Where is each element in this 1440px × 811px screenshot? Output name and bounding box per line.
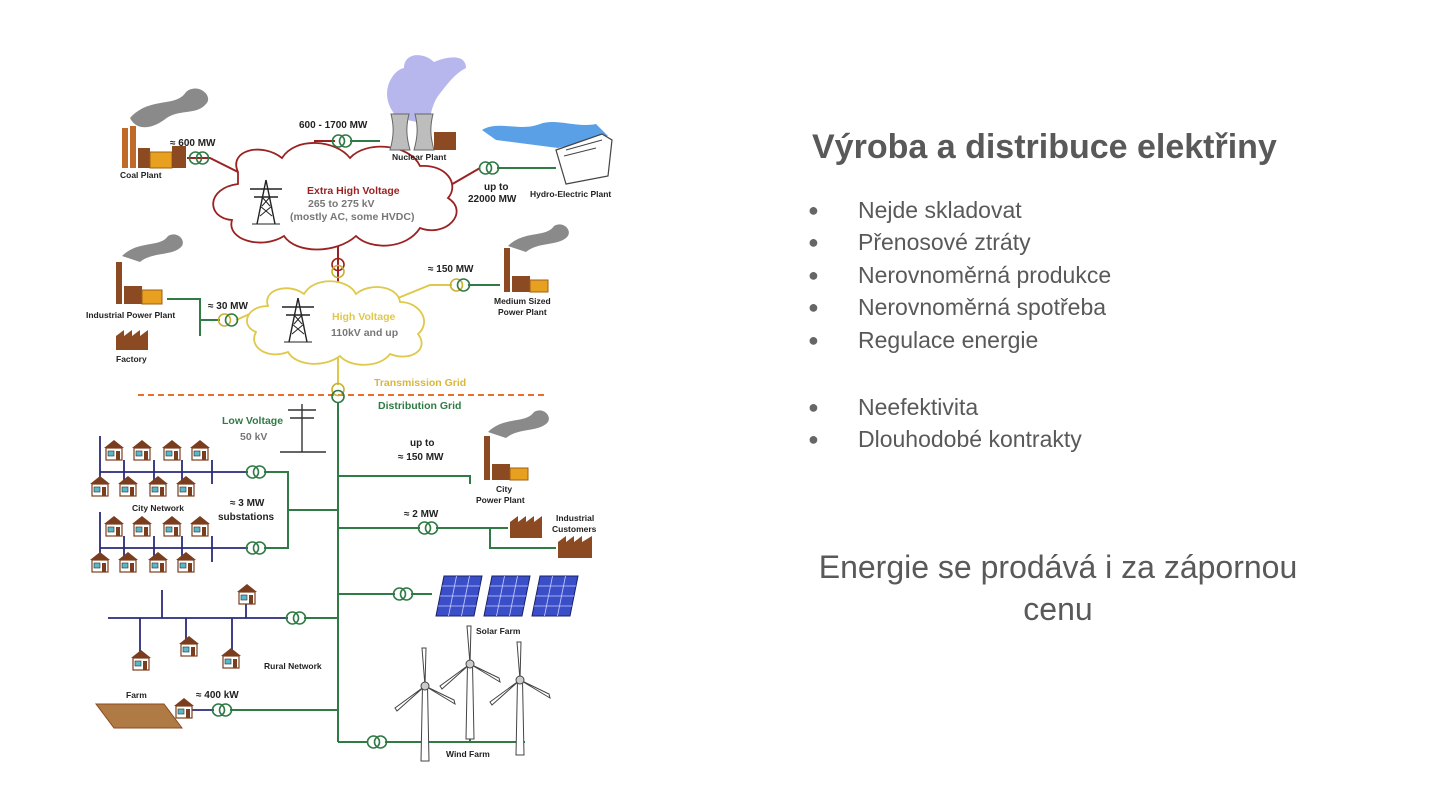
medium-plant-label-line1: Medium Sized — [494, 296, 551, 306]
high-voltage-cloud — [246, 280, 425, 366]
bullet-list-secondary: ● Neefektivita ● Dlouhodobé kontrakty — [808, 391, 1082, 456]
hv-title: High Voltage — [332, 311, 396, 323]
city-power-label-line2: ≈ 150 MW — [398, 452, 444, 463]
bullet-icon: ● — [808, 264, 819, 285]
bullet-icon: ● — [808, 397, 819, 417]
industrial-power-plant-icon — [116, 234, 183, 305]
city-network-label: City Network — [132, 503, 184, 513]
farm-transformer-icon — [211, 703, 233, 717]
rural-network-label: Rural Network — [264, 661, 322, 671]
low-voltage-title: Low Voltage — [222, 415, 283, 427]
substation-power-label: ≈ 3 MW — [230, 498, 265, 509]
industrial-customers-label-line2: Customers — [552, 524, 597, 534]
industrial-transformer-icon — [217, 313, 239, 327]
wind-transformer-icon — [366, 735, 388, 749]
bullet-text: Neefektivita — [858, 394, 979, 420]
distribution-grid-label: Distribution Grid — [378, 400, 461, 412]
factory-icon — [116, 330, 148, 350]
coal-power-label: ≈ 600 MW — [170, 138, 216, 149]
city-substation-1-icon — [245, 465, 267, 479]
medium-plant-transformer-icon — [449, 278, 471, 292]
bullet-item: ● Přenosové ztráty — [808, 226, 1111, 258]
industrial-customers-transformer-icon — [417, 521, 439, 535]
closing-note: Energie se prodává i za zápornou cenu — [818, 549, 1298, 627]
slide-title: Výroba a distribuce elektřiny — [812, 128, 1277, 166]
wind-farm-label: Wind Farm — [446, 749, 490, 759]
city-plant-label-line1: City — [496, 484, 512, 494]
bullet-icon: ● — [808, 297, 819, 318]
bullet-text: Dlouhodobé kontrakty — [858, 426, 1082, 453]
bullet-item: ● Regulace energie — [808, 324, 1111, 356]
bullet-item: ● Nerovnoměrná produkce — [808, 259, 1111, 291]
industrial-customers-power-label: ≈ 2 MW — [404, 509, 439, 520]
bullet-icon: ● — [808, 232, 819, 253]
farm-label: Farm — [126, 690, 147, 700]
ehv-note: (mostly AC, some HVDC) — [290, 211, 414, 223]
low-voltage-range: 50 kV — [240, 431, 267, 443]
bullet-text: Přenosové ztráty — [858, 229, 1031, 256]
bullet-text: Nerovnoměrná spotřeba — [858, 294, 1107, 321]
bullet-item: ● Nejde skladovat — [808, 194, 1111, 226]
factory-label: Factory — [116, 354, 147, 364]
city-plant-label-line2: Power Plant — [476, 495, 525, 505]
bullet-icon: ● — [808, 429, 819, 450]
coal-plant-label: Coal Plant — [120, 170, 162, 180]
hydro-plant-label: Hydro-Electric Plant — [530, 189, 611, 199]
nuclear-plant-label: Nuclear Plant — [392, 152, 446, 162]
ehv-range: 265 to 275 kV — [308, 198, 375, 210]
medium-plant-label-line2: Power Plant — [498, 307, 547, 317]
nuclear-transformer-icon — [331, 134, 353, 148]
power-grid-diagram: Coal Plant Nuclear Plant Hydro-Electric … — [86, 55, 613, 762]
nuclear-power-label: 600 - 1700 MW — [299, 120, 368, 131]
bullet-text: Nerovnoměrná produkce — [858, 261, 1112, 288]
city-substation-2-icon — [245, 541, 267, 555]
bullet-icon: ● — [808, 200, 819, 220]
rural-transformer-icon — [285, 611, 307, 625]
solar-farm-label: Solar Farm — [476, 626, 521, 636]
bullet-item: ● Dlouhodobé kontrakty — [808, 423, 1082, 455]
farm-field-icon — [95, 703, 183, 729]
hydro-transformer-icon — [478, 161, 500, 175]
hydro-power-label-line2: 22000 MW — [468, 194, 517, 205]
city-plant-icon — [484, 410, 549, 481]
hv-range: 110kV and up — [331, 327, 398, 339]
city-power-label-line1: up to — [410, 438, 434, 449]
bullet-item: ● Neefektivita — [808, 391, 1082, 423]
ehv-title: Extra High Voltage — [307, 185, 400, 197]
bullet-item: ● Nerovnoměrná spotřeba — [808, 291, 1111, 323]
solar-transformer-icon — [392, 587, 414, 601]
industrial-customers-label-line1: Industrial — [556, 513, 594, 523]
medium-plant-icon — [504, 224, 569, 293]
medium-power-label: ≈ 150 MW — [428, 264, 474, 275]
substations-label: substations — [218, 512, 275, 523]
industrial-power-plant-label: Industrial Power Plant — [86, 310, 175, 320]
transmission-grid-label: Transmission Grid — [374, 377, 466, 389]
industrial-power-label: ≈ 30 MW — [208, 301, 248, 312]
coal-plant-icon — [122, 88, 209, 169]
hydro-plant-icon — [482, 122, 613, 185]
bullet-list-primary: ● Nejde skladovat ● Přenosové ztráty ● Nero… — [808, 194, 1111, 356]
hydro-power-label-line1: up to — [484, 182, 508, 193]
farm-power-label: ≈ 400 kW — [196, 690, 239, 701]
bullet-text: Nejde skladovat — [858, 197, 1022, 223]
nuclear-plant-icon — [387, 55, 466, 151]
hv-distribution-transformer-icon — [331, 382, 345, 404]
industrial-customers-icon — [510, 516, 592, 558]
bullet-text: Regulace energie — [858, 326, 1039, 353]
low-voltage-pole-icon — [280, 404, 326, 453]
bullet-icon: ● — [808, 329, 819, 350]
